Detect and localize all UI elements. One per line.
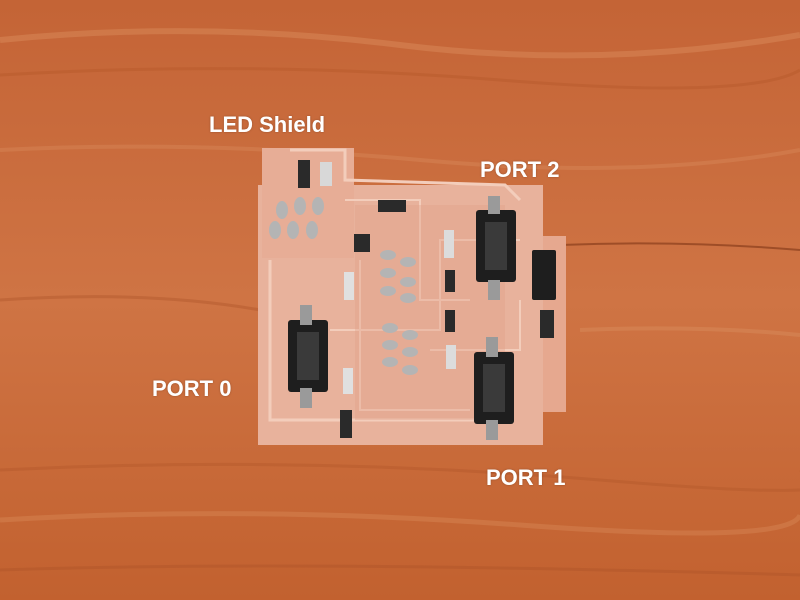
smd-components: [269, 160, 456, 438]
port-0-connector: [288, 305, 328, 408]
led-shield-label: LED Shield: [209, 112, 326, 137]
port-1-connector: [474, 337, 514, 440]
port-0-label: PORT 0: [152, 376, 232, 401]
port-2-label: PORT 2: [480, 157, 560, 182]
port-1-label: PORT 1: [486, 465, 566, 490]
port-2-connector: [476, 196, 516, 300]
side-connector: [532, 250, 556, 338]
